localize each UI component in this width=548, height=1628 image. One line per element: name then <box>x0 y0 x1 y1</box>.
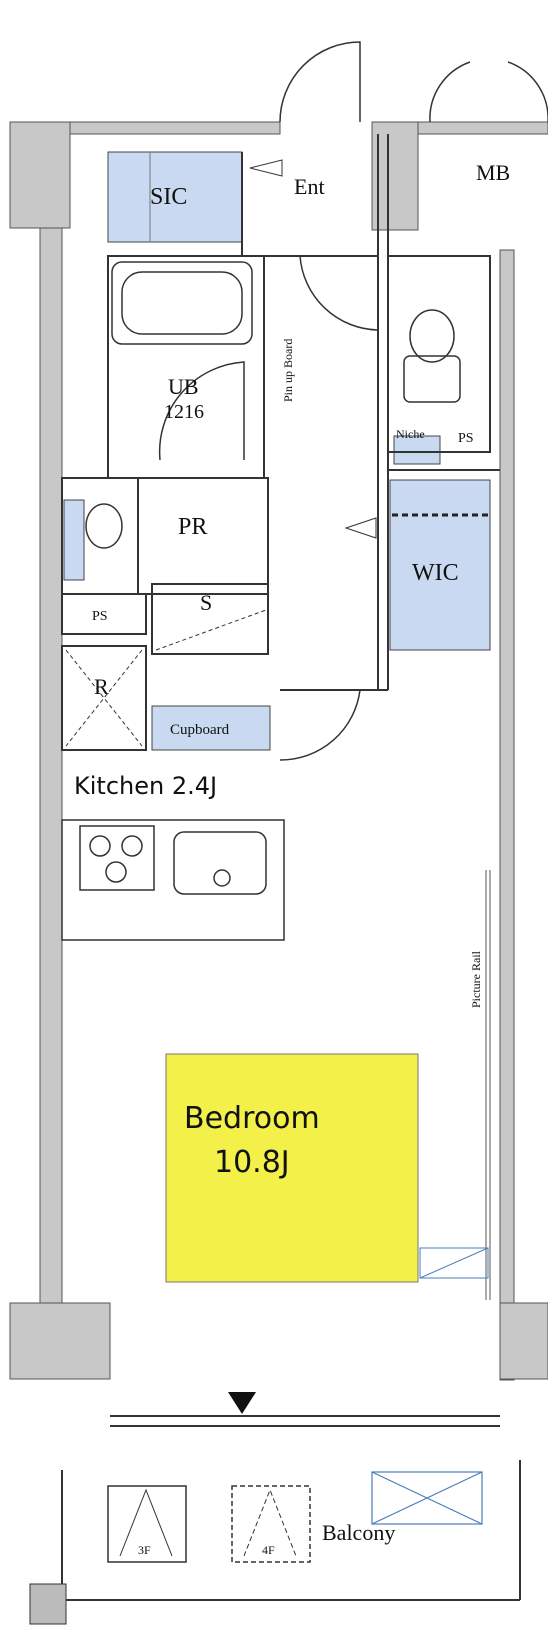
hatch-3f <box>107 1485 187 1563</box>
label-kitchen: Kitchen 2.4J <box>74 772 217 800</box>
label-sic: SIC <box>150 184 187 210</box>
label-pin-up-board: Pin up Board <box>281 339 295 402</box>
cooktop <box>79 825 155 891</box>
kitchen-sink <box>173 831 267 895</box>
label-ps-toilet: PS <box>458 431 474 446</box>
label-balcony: Balcony <box>322 1520 395 1545</box>
picture-rail-line <box>485 870 491 1300</box>
label-cupboard: Cupboard <box>170 722 230 738</box>
label-ub-size: 1216 <box>164 401 204 423</box>
wall-top-right <box>371 121 419 231</box>
label-bedroom-size: 10.8J <box>214 1145 290 1180</box>
wall-bottom-left <box>9 1302 111 1380</box>
balcony-outdoor-unit <box>371 1471 483 1525</box>
doors <box>158 41 548 761</box>
label-ps-left: PS <box>92 609 108 624</box>
bedroom-highlight <box>165 1053 419 1283</box>
storage-areas <box>63 151 491 751</box>
cupboard-storage <box>151 705 271 751</box>
window-direction-arrow <box>228 1392 256 1414</box>
mb-door-right <box>507 61 548 122</box>
entrance-step-marker <box>249 159 283 177</box>
bathtub <box>111 261 253 345</box>
label-ent: Ent <box>294 174 325 199</box>
label-mb: MB <box>476 160 510 185</box>
window-marker <box>419 1247 489 1279</box>
label-ub: UB <box>168 374 199 399</box>
ub-door <box>158 361 245 461</box>
label-niche: Niche <box>396 427 425 441</box>
hatch-4f <box>231 1485 311 1563</box>
label-pr: PR <box>178 514 207 540</box>
wall-mb-top <box>417 121 548 135</box>
toilet-door <box>299 255 379 331</box>
wall-bottom-right <box>499 1302 548 1380</box>
label-bedroom: Bedroom <box>184 1101 320 1136</box>
label-r: R <box>94 674 109 699</box>
wall-top-left <box>9 121 71 229</box>
label-picture-rail: Picture Rail <box>469 950 483 1008</box>
kitchen-counter <box>61 819 285 941</box>
label-hatch-3f: 3F <box>138 1543 151 1557</box>
bedroom-door <box>279 689 361 761</box>
wic-storage <box>389 479 491 651</box>
sic-storage <box>107 151 243 243</box>
pr-shelf <box>63 499 85 581</box>
wall-left <box>39 227 63 1379</box>
washbasin <box>85 503 123 549</box>
mb-door-left <box>429 61 471 123</box>
wall-top-middle <box>69 121 281 135</box>
label-s: S <box>200 590 212 615</box>
entrance-door <box>279 41 361 123</box>
niche-storage <box>393 435 441 465</box>
wic-step-marker <box>344 517 377 539</box>
partitions <box>61 134 521 1601</box>
walls <box>9 121 548 1381</box>
label-wic: WIC <box>412 560 459 586</box>
label-hatch-4f: 4F <box>262 1543 275 1557</box>
toilet <box>403 309 461 403</box>
wall-right <box>499 249 515 1381</box>
drain-box <box>29 1583 67 1625</box>
